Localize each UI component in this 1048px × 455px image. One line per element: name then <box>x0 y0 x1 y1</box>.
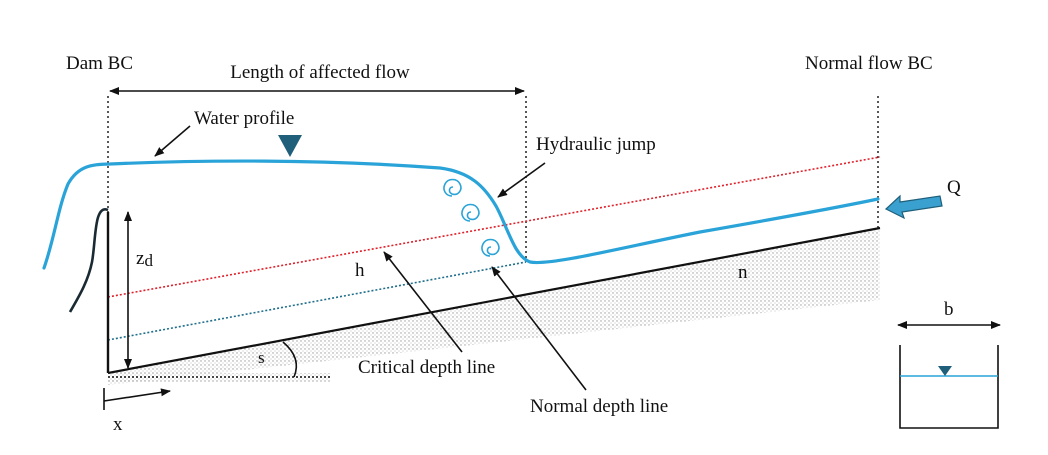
dam-height-subscript: d <box>144 251 153 270</box>
channel-width-label: b <box>944 299 954 320</box>
slope-label: s <box>258 348 265 367</box>
ground-hatch-horizontal <box>108 373 330 382</box>
normal-depth-line-pointer <box>491 266 587 391</box>
dam-height-symbol: z <box>136 248 144 269</box>
hydraulic-jump-pointer <box>497 162 546 198</box>
x-axis-arrow <box>103 388 171 402</box>
water-profile-pointer <box>154 125 191 157</box>
depth-label: h <box>355 260 365 281</box>
swirl-icon <box>443 178 500 257</box>
water-profile-label: Water profile <box>194 108 294 129</box>
water-profile <box>42 159 880 270</box>
normal-depth-line <box>107 261 527 341</box>
critical-depth-line-label: Critical depth line <box>358 357 495 378</box>
critical-depth-line-pointer <box>383 251 463 353</box>
manning-label: n <box>738 262 748 283</box>
x-axis-label: x <box>113 414 123 435</box>
normal-depth-line-label: Normal depth line <box>530 396 668 417</box>
ground-hatch <box>108 228 880 385</box>
slope-angle-arc <box>282 341 298 378</box>
hydraulic-jump-label: Hydraulic jump <box>536 134 656 155</box>
discharge-label: Q <box>947 177 961 198</box>
arrow-left-icon <box>884 194 943 220</box>
inverted-triangle-icon <box>278 135 302 157</box>
critical-depth-line <box>107 156 881 298</box>
dam-face <box>68 208 109 313</box>
dam-height-label: zd <box>136 248 153 270</box>
normal-flow-bc-label: Normal flow BC <box>805 53 933 74</box>
dam-bc-label: Dam BC <box>66 53 133 74</box>
channel-bed <box>107 226 881 375</box>
length-of-affected-flow-label: Length of affected flow <box>230 62 410 83</box>
cross-section-water-marker <box>938 366 952 376</box>
channel-cross-section <box>897 321 1001 429</box>
